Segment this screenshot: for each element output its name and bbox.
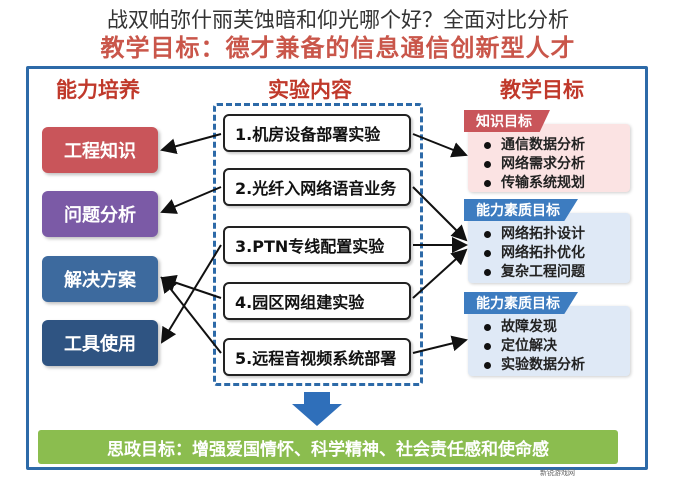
bullet-icon <box>484 142 491 149</box>
goal-item: 网络需求分析 <box>484 155 630 174</box>
goal-item: 通信数据分析 <box>484 136 630 155</box>
goal-item-text: 网络拓扑设计 <box>501 226 585 242</box>
ability-engineering-knowledge: 工程知识 <box>42 127 158 173</box>
goal-card-ability-2: 能力素质目标 故障发现 定位解决 实验数据分析 <box>464 292 630 376</box>
experiment-item: 2.光纤入网络语音业务 <box>223 168 411 206</box>
bullet-icon <box>484 180 491 187</box>
connector-arrow <box>160 186 222 214</box>
ability-label: 问题分析 <box>64 205 136 226</box>
goal-card-ability-1: 能力素质目标 网络拓扑设计 网络拓扑优化 复杂工程问题 <box>464 199 630 283</box>
bullet-icon <box>484 343 491 350</box>
column-heading-goals: 教学目标 <box>500 78 584 102</box>
bullet-icon <box>484 362 491 369</box>
column-heading-experiments: 实验内容 <box>268 78 352 102</box>
bullet-icon <box>484 250 491 257</box>
experiment-item: 1.机房设备部署实验 <box>223 114 411 152</box>
goal-item-text: 定位解决 <box>501 338 557 354</box>
connector-arrow <box>412 248 468 299</box>
diagram-frame <box>26 66 648 470</box>
goal-item: 故障发现 <box>484 318 630 337</box>
goal-item-text: 故障发现 <box>501 319 557 335</box>
ideology-goal-bar: 思政目标：增强爱国情怀、科学精神、社会责任感和使命感 <box>38 430 618 464</box>
bullet-icon <box>484 161 491 168</box>
goal-item-text: 网络拓扑优化 <box>501 245 585 261</box>
goal-item-text: 通信数据分析 <box>501 137 585 153</box>
header-title: 教学目标：德才兼备的信息通信创新型人才 <box>100 34 576 62</box>
goal-card-title: 能力素质目标 <box>464 292 578 314</box>
ability-problem-analysis: 问题分析 <box>42 191 158 237</box>
goal-item: 传输系统规划 <box>484 174 630 193</box>
ability-label: 解决方案 <box>64 270 136 291</box>
bullet-icon <box>484 324 491 331</box>
bullet-icon <box>484 231 491 238</box>
connector-arrow <box>160 276 222 354</box>
goal-item: 复杂工程问题 <box>484 263 630 282</box>
goal-item-text: 传输系统规划 <box>501 175 585 191</box>
goal-item-text: 网络需求分析 <box>501 156 585 172</box>
watermark: 新锐游戏网 <box>540 469 575 477</box>
experiment-item: 5.远程音视频系统部署 <box>223 338 411 376</box>
goal-item: 定位解决 <box>484 337 630 356</box>
bullet-icon <box>484 269 491 276</box>
ability-label: 工具使用 <box>64 334 136 355</box>
goal-card-title: 能力素质目标 <box>464 199 578 221</box>
goal-card-knowledge: 知识目标 通信数据分析 网络需求分析 传输系统规划 <box>464 110 630 193</box>
goal-item: 网络拓扑设计 <box>484 225 630 244</box>
column-heading-abilities: 能力培养 <box>56 78 140 102</box>
connector-arrow <box>412 133 468 158</box>
ability-label: 工程知识 <box>64 141 136 162</box>
experiment-item: 3.PTN专线配置实验 <box>223 226 411 264</box>
connector-arrow <box>412 186 468 242</box>
goal-item-text: 复杂工程问题 <box>501 264 585 280</box>
overlay-title: 战双帕弥什丽芙蚀暗和仰光哪个好？全面对比分析 <box>107 8 569 32</box>
goal-item: 网络拓扑优化 <box>484 244 630 263</box>
down-arrow-icon <box>292 392 342 426</box>
ability-solution: 解决方案 <box>42 256 158 302</box>
goal-item-text: 实验数据分析 <box>501 357 585 373</box>
goal-item: 实验数据分析 <box>484 356 630 375</box>
experiment-item: 4.园区网组建实验 <box>223 282 411 320</box>
ability-tool-use: 工具使用 <box>42 320 158 366</box>
connector-arrow <box>160 244 222 344</box>
connector-arrow <box>412 335 468 354</box>
connector-arrow <box>160 133 222 155</box>
goal-card-title: 知识目标 <box>464 110 550 132</box>
